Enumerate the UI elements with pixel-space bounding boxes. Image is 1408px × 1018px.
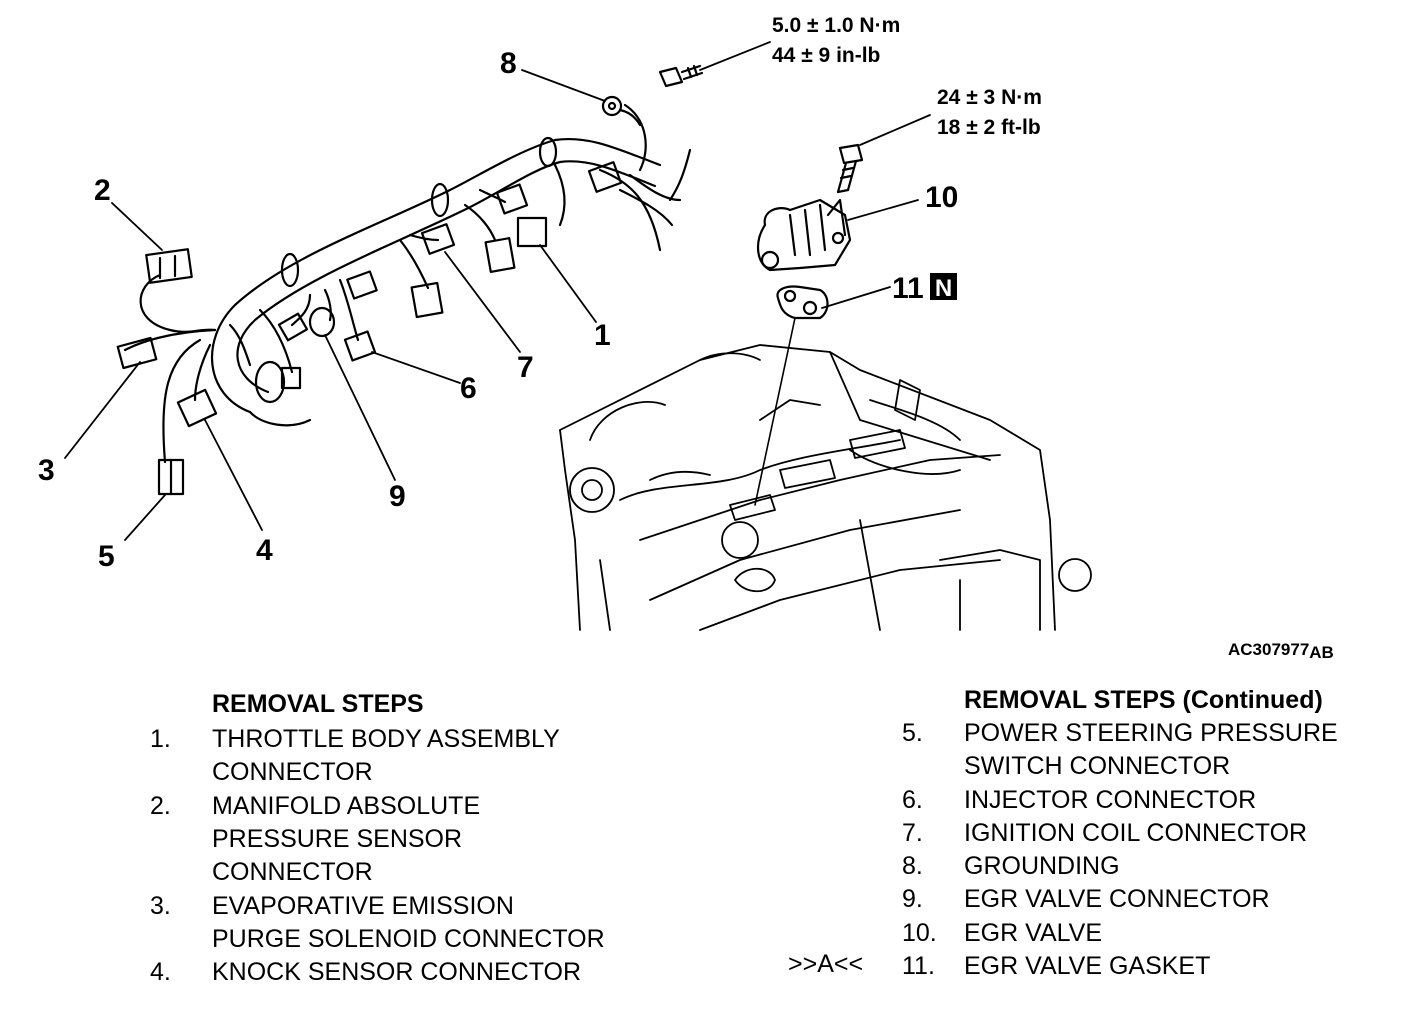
- connector-4: [176, 388, 218, 428]
- figure-id-number: AC307977: [1228, 640, 1310, 659]
- callout-10: 10: [925, 181, 958, 214]
- step-10-line-1: EGR VALVE: [964, 919, 1103, 947]
- callout-5: 5: [98, 540, 115, 573]
- procedure-marker-a: >>A<<: [788, 950, 864, 978]
- callout-1: 1: [594, 319, 611, 352]
- bolt-8: [658, 64, 704, 88]
- connector-3: [116, 336, 158, 370]
- step-3-line-2: PURGE SOLENOID CONNECTOR: [212, 925, 605, 953]
- egr-valve-10: [757, 198, 852, 272]
- step-2-line-2: PRESSURE SENSOR: [212, 825, 463, 853]
- callout-2: 2: [94, 174, 111, 207]
- callout-11: 11: [892, 272, 924, 305]
- figure-id-suffix: AB: [1309, 643, 1334, 662]
- connector-9: [308, 306, 336, 338]
- torque-8-metric: 5.0 ± 1.0 N·m: [772, 14, 900, 37]
- step-10-number: 10.: [902, 919, 937, 947]
- torque-10-imperial: 18 ± 2 ft-lb: [937, 116, 1041, 139]
- step-11-number: 11.: [902, 952, 935, 980]
- step-2-number: 2.: [150, 792, 171, 820]
- callout-7: 7: [517, 351, 534, 384]
- step-1-number: 1.: [150, 725, 171, 753]
- step-5-number: 5.: [902, 719, 923, 747]
- step-7-number: 7.: [902, 819, 923, 847]
- harness-main-tube: [211, 136, 662, 427]
- step-5-line-1: POWER STEERING PRESSURE: [964, 719, 1338, 747]
- connector-2: [145, 248, 193, 284]
- figure-id: AC307977AB: [1228, 640, 1334, 663]
- callout-4: 4: [256, 534, 273, 567]
- bolt-10: [836, 143, 864, 194]
- torque-8-imperial: 44 ± 9 in-lb: [772, 44, 880, 67]
- new-part-badge-label: N: [935, 275, 952, 302]
- wiring-harness-diagram: 1 2 3 4 5 6 7 8 9 10 11 N 5.0 ± 1.0 N·m …: [38, 14, 1092, 631]
- step-1-line-1: THROTTLE BODY ASSEMBLY: [212, 725, 560, 753]
- step-7-line-1: IGNITION COIL CONNECTOR: [964, 819, 1308, 847]
- step-3-number: 3.: [150, 892, 171, 920]
- leader-lines: [64, 41, 931, 541]
- step-9-number: 9.: [902, 885, 923, 913]
- ground-terminal-8: [601, 95, 642, 127]
- connector-6: [343, 330, 377, 362]
- alignment-line: [754, 317, 796, 506]
- step-9-line-1: EGR VALVE CONNECTOR: [964, 885, 1270, 913]
- step-1-line-2: CONNECTOR: [212, 758, 373, 786]
- step-2-line-1: MANIFOLD ABSOLUTE: [212, 792, 481, 820]
- engine-block-sketch: [559, 344, 1092, 631]
- egr-gasket-11: [776, 285, 829, 320]
- callout-9: 9: [389, 480, 406, 513]
- step-4-line-1: KNOCK SENSOR CONNECTOR: [212, 958, 582, 986]
- new-part-badge: N: [930, 273, 957, 302]
- connector-misc: [277, 161, 623, 390]
- step-6-number: 6.: [902, 786, 923, 814]
- callout-6: 6: [460, 372, 477, 405]
- connector-5: [157, 458, 185, 496]
- step-4-number: 4.: [150, 958, 171, 986]
- step-6-line-1: INJECTOR CONNECTOR: [964, 786, 1257, 814]
- step-11-line-1: EGR VALVE GASKET: [964, 952, 1211, 980]
- step-2-line-3: CONNECTOR: [212, 858, 373, 886]
- right-steps-title: REMOVAL STEPS (Continued): [964, 686, 1323, 714]
- harness-wire-leads: [123, 103, 692, 464]
- step-8-number: 8.: [902, 852, 923, 880]
- torque-10-metric: 24 ± 3 N·m: [937, 86, 1042, 109]
- left-steps-title: REMOVAL STEPS: [212, 690, 424, 718]
- callout-3: 3: [38, 454, 55, 487]
- step-8-line-1: GROUNDING: [964, 852, 1120, 880]
- step-5-line-2: SWITCH CONNECTOR: [964, 752, 1231, 780]
- callout-8: 8: [500, 47, 517, 80]
- step-3-line-1: EVAPORATIVE EMISSION: [212, 892, 514, 920]
